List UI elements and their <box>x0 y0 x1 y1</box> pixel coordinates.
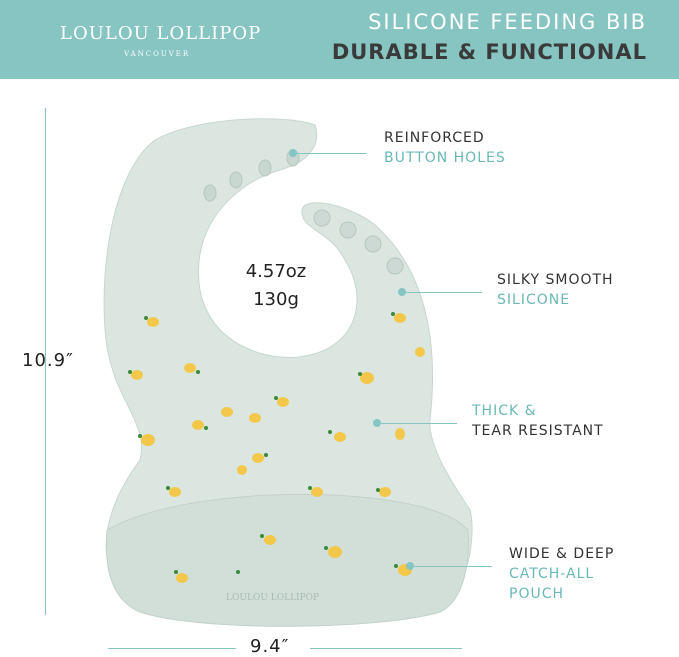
callout-dot-pouch <box>406 562 414 570</box>
leaf-pattern <box>128 312 398 574</box>
header-banner: LOULOU LOLLIPOP VANCOUVER SILICONE FEEDI… <box>0 0 679 79</box>
weight-label: 4.57oz 130g <box>236 258 316 314</box>
callout-leader-tear-resistant <box>381 423 457 424</box>
callout-text: SILKY SMOOTH <box>497 272 614 288</box>
callout-pouch: WIDE & DEEP CATCH-ALL POUCH <box>509 544 614 604</box>
bib-logo: LOULOU LOLLIPOP <box>226 593 319 603</box>
width-dimension-line-left <box>108 648 236 649</box>
callout-text: CATCH-ALL <box>509 566 595 582</box>
callout-text: POUCH <box>509 586 565 602</box>
weight-ounces: 4.57oz <box>245 261 307 282</box>
callout-text: SILICONE <box>497 292 571 308</box>
callout-leader-silicone <box>406 292 482 293</box>
bib-pouch <box>105 493 469 627</box>
brand-location: VANCOUVER <box>124 50 191 58</box>
snap-buttons-icon <box>313 209 404 275</box>
title-line-1: SILICONE FEEDING BIB <box>368 10 647 34</box>
height-dimension-line <box>45 108 46 615</box>
callout-leader-pouch <box>414 566 492 567</box>
brand-name: LOULOU LOLLIPOP <box>60 23 262 44</box>
callout-text: WIDE & DEEP <box>509 546 615 562</box>
callout-dot-tear-resistant <box>373 419 381 427</box>
height-label: 10.9″ <box>22 350 74 371</box>
callout-tear-resistant: THICK & TEAR RESISTANT <box>472 401 604 441</box>
callout-leader-button-holes <box>297 153 367 154</box>
callout-silicone: SILKY SMOOTH SILICONE <box>497 270 614 310</box>
callout-text: THICK & <box>472 403 537 419</box>
lemon-pattern <box>131 313 425 583</box>
callout-text: BUTTON HOLES <box>384 150 506 166</box>
width-dimension-line-right <box>310 648 462 649</box>
width-label: 9.4″ <box>250 636 290 657</box>
title-line-2: DURABLE & FUNCTIONAL <box>331 40 647 64</box>
callout-button-holes: REINFORCED BUTTON HOLES <box>384 128 506 168</box>
callout-text: REINFORCED <box>384 130 485 146</box>
callout-text: TEAR RESISTANT <box>472 423 604 439</box>
callout-dot-silicone <box>398 288 406 296</box>
callout-dot-button-holes <box>289 149 297 157</box>
weight-grams: 130g <box>253 289 299 310</box>
